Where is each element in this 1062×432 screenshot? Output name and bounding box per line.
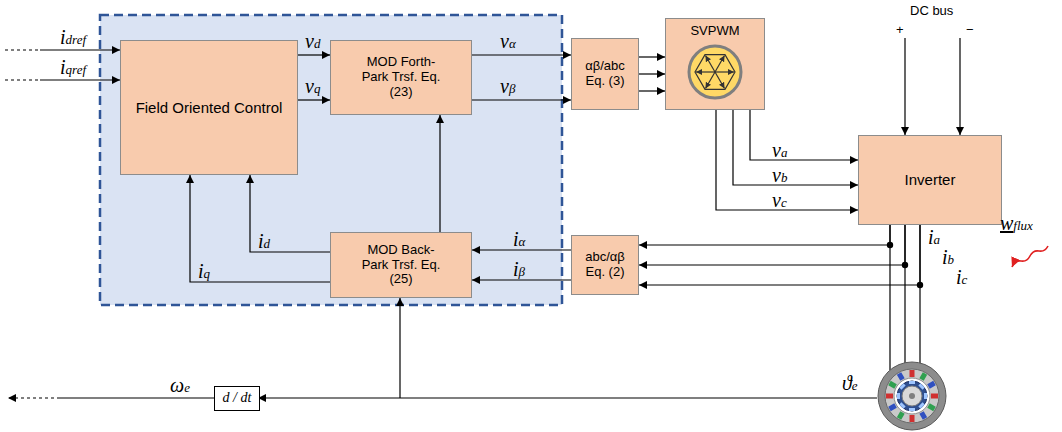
vector-circle: [689, 46, 741, 98]
rotor-magnet: [924, 393, 927, 399]
signal-connector: [733, 110, 858, 185]
signal-connector: [639, 73, 665, 74]
rotor-magnet: [909, 381, 915, 384]
signal-label: va: [772, 139, 787, 162]
vector-spoke: [696, 71, 715, 72]
block-title: Field Oriented Control: [136, 99, 283, 116]
signal-connector: [298, 99, 330, 100]
signal-label: vc: [772, 189, 787, 212]
winding-slot: [927, 403, 936, 411]
signal-label: vβ: [500, 75, 515, 98]
signal-connector: [639, 225, 890, 245]
block-title: abc/αβ Eq. (2): [577, 250, 633, 280]
vector-spoke: [715, 71, 734, 72]
winding-slot: [897, 372, 905, 381]
signal-label: vb: [772, 164, 787, 187]
rotor-magnet: [899, 383, 905, 389]
signal-connector: [472, 99, 571, 100]
vector-spoke: [706, 72, 716, 88]
signal-label: ωe: [170, 374, 190, 397]
signal-label: vα: [500, 30, 516, 53]
vector-spoke: [715, 72, 725, 88]
polarity-sign: −: [966, 22, 974, 37]
vector-spoke: [706, 56, 716, 72]
winding-slot: [897, 411, 905, 420]
winding-slot: [931, 394, 938, 399]
signal-label: iq: [198, 260, 210, 283]
block-title: SVPWM: [690, 24, 739, 39]
signal-label: ib: [942, 246, 954, 269]
transform-block: MOD Forth-Park Trsf. Eq. (23): [330, 40, 472, 115]
signal-connector: [472, 54, 571, 55]
signal-connector: [639, 90, 665, 91]
control-region: [100, 15, 562, 305]
signal-label: ϑe: [842, 372, 858, 395]
winding-slot: [888, 381, 897, 389]
angle-feedback: [8, 298, 877, 398]
signal-connector: [190, 175, 330, 282]
signal-connector: [750, 110, 858, 160]
polarity-sign: +: [896, 22, 904, 37]
signal-label: vq: [305, 75, 320, 98]
rotor-magnet: [918, 383, 924, 389]
winding-slot: [910, 415, 915, 422]
derivative-block: d / dt: [214, 386, 260, 411]
rotor-magnet: [909, 408, 915, 411]
signal-connector: [439, 115, 440, 232]
winding-slot: [919, 411, 927, 420]
signal-connector: [250, 175, 330, 252]
motor-illustration: [878, 362, 946, 430]
rotor-magnet: [897, 393, 900, 399]
vector-hexagon: [695, 55, 735, 90]
block-title: d / dt: [223, 390, 252, 406]
dc-bus-wires: [905, 38, 960, 135]
block-title: Inverter: [905, 171, 956, 188]
transform-block: abc/αβ Eq. (2): [571, 235, 639, 295]
flux-disturbance-arrow: [1012, 246, 1048, 267]
rotor-magnet: [899, 402, 905, 408]
signal-label: iα: [513, 228, 525, 251]
transform-block: MOD Back-Park Trsf. Eq. (25): [330, 232, 472, 298]
control-block: Field Oriented Control: [120, 40, 298, 175]
block-title: MOD Back-Park Trsf. Eq. (25): [355, 243, 447, 288]
signal-connector: [639, 225, 920, 285]
signal-label: vd: [305, 30, 320, 53]
vector-spokes: [696, 56, 734, 89]
winding-slot: [910, 370, 915, 377]
inverter-block: Inverter: [858, 135, 1002, 225]
winding-slot: [888, 403, 897, 411]
signal-connector: [639, 225, 905, 265]
winding-slot: [927, 381, 936, 389]
rotor-magnet: [918, 402, 924, 408]
bus-label: DC bus: [910, 3, 953, 18]
pwm-block: SVPWM: [665, 18, 765, 110]
signal-connector: [472, 249, 571, 250]
signal-label: ic: [956, 266, 967, 289]
signal-connector: [472, 279, 571, 280]
signal-label: iqref: [60, 56, 86, 79]
reference-inputs: [5, 50, 120, 80]
transform-block: αβ/abc Eq. (3): [571, 38, 639, 110]
signal-connector: [639, 56, 665, 57]
vector-spoke: [715, 56, 725, 72]
disturbance-label: wflux: [1000, 212, 1033, 235]
block-title: αβ/abc Eq. (3): [577, 59, 633, 89]
block-title: MOD Forth-Park Trsf. Eq. (23): [355, 55, 447, 100]
signal-label: iβ: [513, 258, 525, 281]
signal-connector: [298, 54, 330, 55]
signal-label: ia: [928, 226, 940, 249]
signal-label: id: [258, 230, 270, 253]
winding-slot: [886, 394, 893, 399]
signal-label: idref: [60, 26, 86, 49]
signal-connector: [716, 110, 858, 210]
winding-slot: [919, 372, 927, 381]
junction-dots: [887, 242, 923, 288]
phase-wires: [890, 225, 920, 370]
